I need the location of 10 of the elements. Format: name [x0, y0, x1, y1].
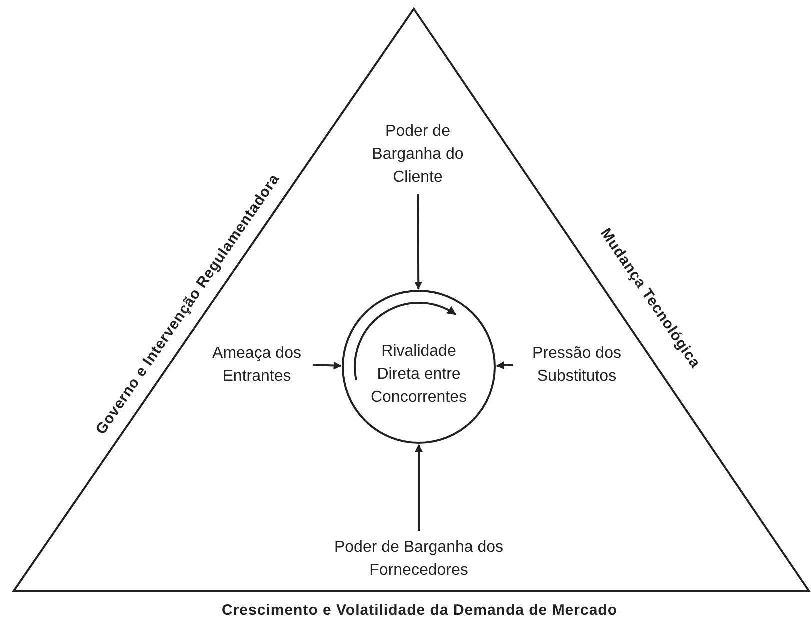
force-label: Poder de Barganha dos Fornecedores: [308, 535, 530, 583]
force-label: Pressão dos Substitutos: [517, 329, 637, 401]
arrow: [496, 362, 514, 370]
arrow: [415, 444, 423, 531]
base-label: Crescimento e Volatilidade da Demanda de Mercado: [222, 602, 618, 617]
force-label: Poder de Barganha do Cliente: [358, 118, 478, 190]
arrow: [312, 362, 342, 370]
arrow: [414, 194, 423, 290]
force-label: Ameaça dos Entrantes: [205, 329, 309, 401]
rivalry-circle: Rivalidade Direta entre Concorrentes: [342, 290, 496, 444]
